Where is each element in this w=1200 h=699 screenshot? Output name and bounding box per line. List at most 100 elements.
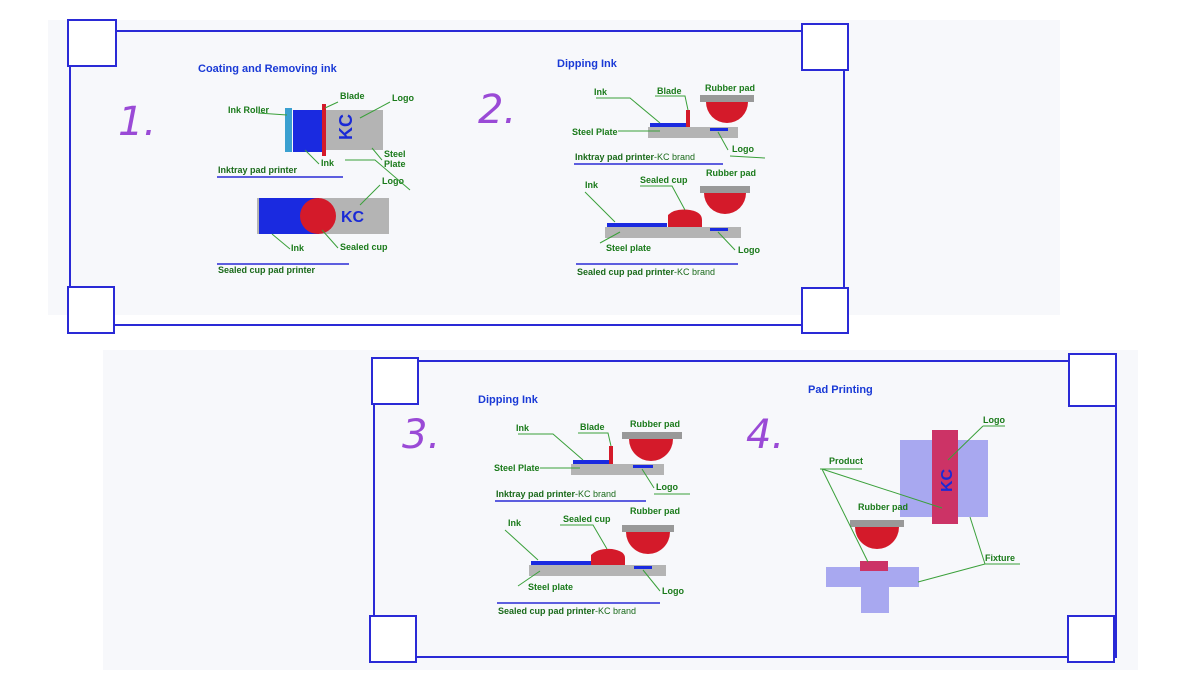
panel-1-corner-bottom-left[interactable] [67,286,115,334]
label-plate: Plate [384,159,406,169]
label-ink: Ink [508,518,522,528]
fixture-bottom-shape [826,567,919,587]
sealed-cup-diagram-a: KC Logo Ink Sealed cup Sealed cup pad pr… [217,159,411,275]
panel-2-corner-top-right[interactable] [1068,353,1117,407]
logo-shape [633,465,653,468]
label-logo: Logo [662,586,684,596]
label-logo: Logo [382,176,404,186]
kc-logo-text: KC [939,468,956,492]
steel-plate-shape [648,127,738,138]
label-steel-plate: Steel plate [606,243,651,253]
label-logo: Logo [732,144,754,154]
inktray-diagram-c: Ink Blade Rubber pad Steel Plate Logo In… [494,419,690,502]
panel-2-corner-bottom-right[interactable] [1067,615,1115,663]
label-ink: Ink [291,243,305,253]
step-number-4: 4. [746,412,784,458]
panel-1-frame [69,30,845,326]
label-steel-plate: Steel Plate [494,463,540,473]
label-steel-plate: Steel plate [528,582,573,592]
label-logo: Logo [392,93,414,103]
steel-plate-shape [571,464,664,475]
label-sealed-cup: Sealed cup [340,242,388,252]
caption-sealed-cup: Sealed cup pad printer [218,265,316,275]
label-ink: Ink [516,423,530,433]
rubber-pad-mount [700,95,754,102]
title-coating-removing: Coating and Removing ink [198,63,338,75]
steel-plate-shape [529,565,666,576]
caption-inktray: Inktray pad printer [218,165,298,175]
caption-sealed-cup-c: Sealed cup pad printer-KC brand [498,606,636,616]
blade-shape [609,446,613,464]
ink-layer-shape [531,561,591,565]
step-number-1: 1. [118,99,156,145]
steel-plate-shape [605,227,741,238]
label-blade: Blade [340,91,365,101]
ink-fill-shape [293,110,325,152]
label-sealed-cup: Sealed cup [563,514,611,524]
product-logo-bar [932,430,958,524]
kc-logo-text: KC [341,209,365,226]
product-shape [860,561,888,571]
label-product: Product [829,456,863,466]
panel-1-corner-top-left[interactable] [67,19,117,67]
label-logo: Logo [983,415,1005,425]
step-number-2: 2. [478,87,516,133]
panel-1-background [48,20,1060,315]
label-rubber-pad: Rubber pad [706,168,756,178]
panel-1-corner-bottom-right[interactable] [801,287,849,334]
panel-2-frame [373,360,1117,658]
panel-2-corner-top-left[interactable] [371,357,419,405]
label-sealed-cup: Sealed cup [640,175,688,185]
label-steel-plate: Steel Plate [572,127,618,137]
label-logo: Logo [656,482,678,492]
logo-shape [634,566,652,569]
label-ink: Ink [585,180,599,190]
label-ink-roller: Ink Roller [228,105,270,115]
rubber-pad-mount [700,186,750,193]
sealed-cup-shape [668,209,702,227]
caption-inktray-b: Inktray pad printer-KC brand [575,152,695,162]
caption-inktray-c: Inktray pad printer-KC brand [496,489,616,499]
blade-shape [322,104,326,156]
label-blade: Blade [580,422,605,432]
label-ink: Ink [321,158,335,168]
rubber-pad-mount [622,525,674,532]
ink-layer-shape [607,223,667,227]
rubber-pad-shape [855,527,899,549]
label-fixture: Fixture [985,553,1015,563]
ink-roller-shape [285,108,292,152]
label-rubber-pad: Rubber pad [630,419,680,429]
inktray-diagram-a: KC Ink Roller Blade Logo Ink Steel Plate… [217,91,414,178]
logo-shape [710,128,728,131]
rubber-pad-shape [706,102,748,123]
inktray-diagram-b: Ink Blade Rubber pad Steel Plate Logo In… [572,83,766,165]
pad-printing-diagram: KC Logo Product Rubber pad Fixture [820,415,1020,613]
rubber-pad-mount [622,432,682,439]
ink-layer-shape [650,123,690,127]
title-pad-printing: Pad Printing [808,384,873,396]
label-ink: Ink [594,87,608,97]
sealed-cup-shape [591,548,625,565]
logo-shape [710,228,728,231]
sealed-cup-diagram-c: Ink Sealed cup Rubber pad Steel plate Lo… [497,506,684,616]
caption-sealed-cup-b: Sealed cup pad printer-KC brand [577,267,715,277]
panel-2-corner-bottom-left[interactable] [369,615,417,663]
label-steel: Steel [384,149,406,159]
label-rubber-pad: Rubber pad [858,502,908,512]
rubber-pad-shape [704,193,746,214]
rubber-pad-mount [850,520,904,527]
title-dipping-ink: Dipping Ink [557,58,618,70]
label-blade: Blade [657,86,682,96]
ink-layer-shape [573,460,613,464]
kc-logo-text: KC [336,114,356,140]
step-number-3: 3. [402,412,440,458]
steel-plate-shape [325,110,383,150]
panel-1-corner-top-right[interactable] [801,23,849,71]
sealed-cup-diagram-b: Ink Sealed cup Rubber pad Steel plate Lo… [576,168,760,277]
fixture-stem-shape [861,587,889,613]
title-dipping-ink-2: Dipping Ink [478,394,539,406]
rubber-pad-shape [629,439,673,461]
label-rubber-pad: Rubber pad [630,506,680,516]
label-rubber-pad: Rubber pad [705,83,755,93]
